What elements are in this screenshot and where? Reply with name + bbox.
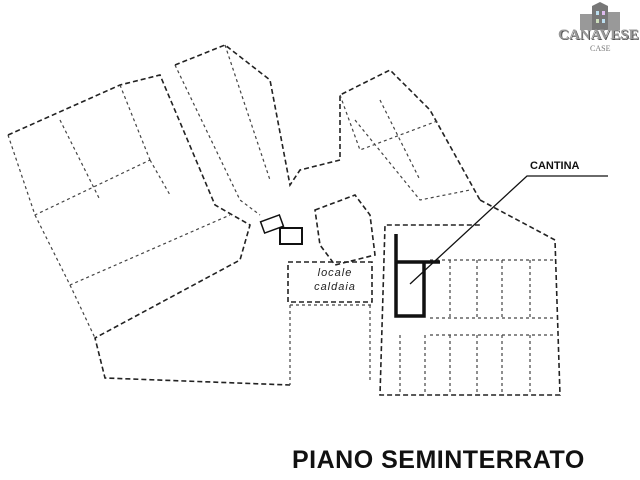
canavese-case-logo: CANAVESE CASE	[556, 2, 640, 54]
locale-line2: caldaia	[314, 281, 356, 293]
cantina-highlight	[394, 234, 440, 318]
left-wing-outline	[7, 74, 291, 386]
logo-sub: CASE	[590, 44, 611, 53]
right-wing-cellars	[399, 259, 555, 395]
locale-line1: locale	[317, 267, 353, 279]
cantina-label: CANTINA	[530, 160, 580, 172]
houses-icon	[580, 2, 620, 30]
plan-title: PIANO SEMINTERRATO	[292, 446, 585, 474]
locale-caldaia-room	[287, 261, 373, 303]
middle-wing-walls	[174, 44, 471, 216]
locale-caldaia-label: locale caldaia	[300, 266, 370, 294]
right-wing-outline	[379, 199, 561, 396]
cantina-leader-line	[409, 175, 608, 285]
middle-wing-outline	[174, 44, 481, 201]
lower-corridor	[289, 304, 372, 385]
stair-symbol	[279, 227, 303, 245]
central-room	[314, 194, 376, 266]
logo-name: CANAVESE	[558, 27, 639, 43]
stair-symbol-2	[259, 213, 285, 235]
left-wing-walls	[7, 84, 231, 339]
